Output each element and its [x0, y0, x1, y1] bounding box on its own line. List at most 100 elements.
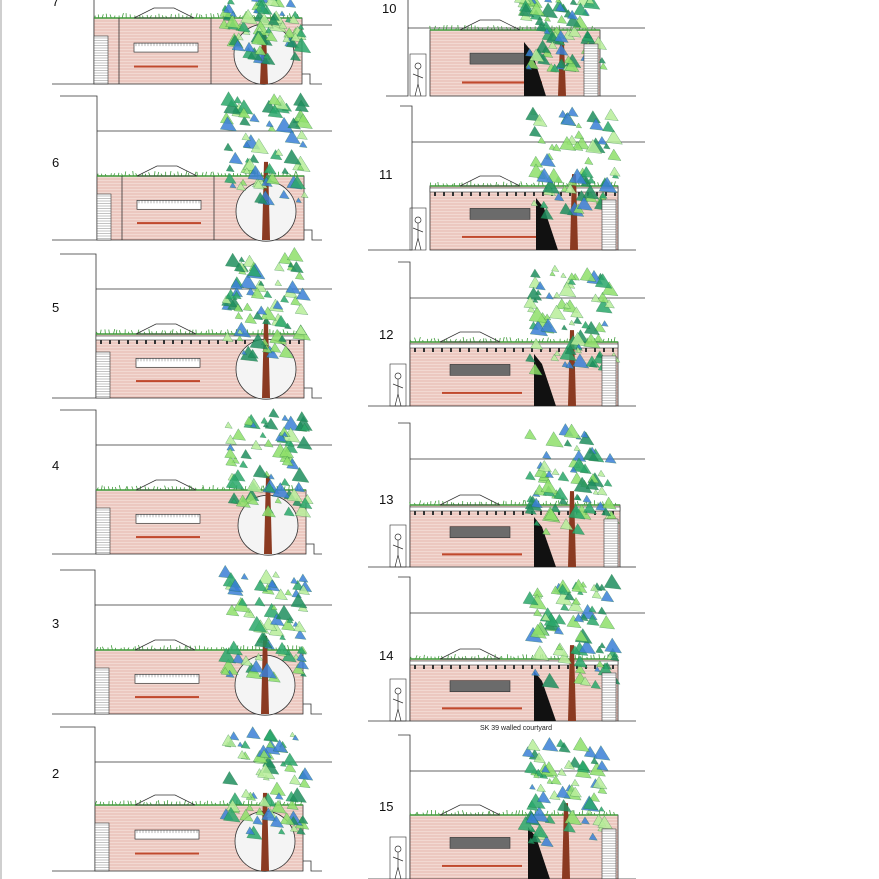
scale-figure [392, 687, 404, 722]
leaf [579, 613, 589, 622]
leaf [573, 613, 585, 623]
leaf [220, 666, 231, 676]
cornice-bracket [594, 348, 596, 352]
cornice-bracket [522, 511, 524, 515]
leaf [218, 647, 237, 664]
leaf [533, 608, 543, 617]
boundary-line [368, 261, 411, 407]
cornice-bracket [585, 348, 587, 352]
leaf [298, 573, 309, 583]
roof-plant [166, 800, 169, 806]
leaf [549, 304, 566, 320]
leaf [563, 439, 573, 447]
leaf [275, 431, 287, 442]
window-sill [135, 696, 199, 699]
leaf [524, 428, 537, 440]
leaf [530, 497, 543, 509]
cornice-bracket [190, 340, 192, 344]
leaf [270, 604, 278, 611]
leaf [597, 136, 608, 145]
leaf [587, 176, 596, 184]
leaf [585, 478, 600, 491]
leaf [237, 741, 244, 747]
leaf [527, 305, 536, 313]
cornice-bracket [423, 348, 425, 352]
leaf [239, 460, 248, 469]
leaf [573, 736, 590, 752]
leaf [600, 590, 615, 603]
rooflight [135, 323, 197, 335]
leaf [263, 53, 271, 60]
leaf [580, 166, 594, 178]
cornice-bracket [614, 192, 616, 196]
leaf [263, 290, 273, 298]
cornice-bracket [540, 511, 542, 515]
cornice-bracket [542, 192, 544, 196]
leaf [225, 434, 237, 445]
leaf [221, 295, 232, 304]
leaf [258, 280, 265, 286]
panel-label-13: 13 [379, 492, 394, 507]
leaf [233, 96, 243, 104]
leaf [263, 729, 277, 742]
leaf [225, 164, 235, 172]
rooflight [439, 804, 501, 816]
leaf [582, 494, 592, 503]
leaf [573, 316, 583, 325]
leaf [573, 493, 582, 501]
leaf [272, 739, 289, 753]
dark-doorway [534, 671, 556, 721]
scale-figure [392, 845, 404, 879]
leaf [256, 26, 263, 32]
panel-label-6: 6 [52, 155, 60, 170]
cornice-bracket [488, 192, 490, 196]
leaf [532, 113, 548, 127]
leaf [561, 324, 568, 331]
leaf [264, 482, 276, 493]
leaf [557, 651, 572, 664]
elevation-panel [368, 734, 645, 879]
cornice-bracket [513, 665, 515, 669]
leaf [225, 14, 241, 29]
cornice-bracket [515, 192, 517, 196]
leaf [230, 278, 243, 290]
leaf [533, 772, 540, 779]
leaf [567, 272, 577, 281]
leaf [301, 191, 309, 198]
leaf [274, 497, 282, 504]
leaf [549, 270, 556, 277]
leaf [595, 645, 605, 654]
cornice-bracket [172, 340, 174, 344]
figure-head [414, 216, 422, 224]
leaf [294, 503, 312, 518]
leaf [278, 828, 286, 835]
leaf [266, 172, 280, 185]
leaf [569, 168, 588, 185]
leaf [278, 21, 288, 29]
leaf [541, 612, 551, 622]
cornice-bracket [100, 340, 102, 344]
elevation-panel [368, 422, 645, 568]
leaf [237, 20, 251, 33]
leaf [537, 790, 551, 804]
roof-plant [217, 12, 220, 19]
leaf [607, 148, 622, 161]
cornice-bracket [540, 348, 542, 352]
leaf [569, 786, 582, 798]
leaf [573, 655, 588, 668]
leaf [270, 613, 285, 626]
roof-plant [453, 653, 456, 660]
roof-plant [462, 336, 465, 343]
leaf [285, 280, 302, 295]
roof-plant [132, 170, 134, 177]
leaf [244, 491, 259, 506]
leaf [529, 125, 542, 138]
roof-plant [157, 800, 160, 806]
leaf [522, 591, 539, 606]
window-sill [137, 222, 201, 225]
leaf [283, 149, 302, 165]
leaf [240, 655, 253, 667]
cornice-bracket [441, 348, 443, 352]
leaf [540, 2, 558, 19]
leaf [542, 737, 559, 752]
